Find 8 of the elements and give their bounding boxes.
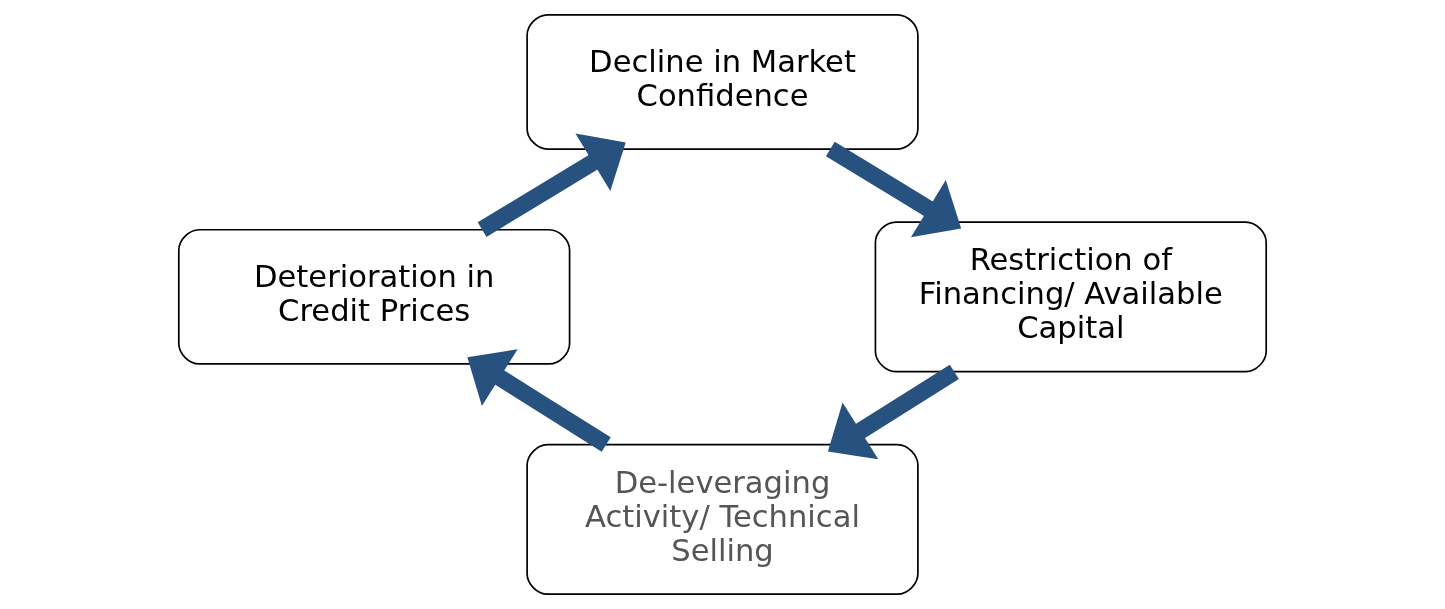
arrow <box>825 141 962 238</box>
arrow <box>477 133 626 237</box>
node-box: Deterioration in Credit Prices <box>177 228 571 365</box>
node-box: De-leveraging Activity/ Technical Selling <box>526 443 919 596</box>
arrow <box>827 364 959 460</box>
node-box: Decline in Market Confidence <box>526 13 919 150</box>
node-box: Restriction of Financing/ Available Capital <box>874 221 1268 373</box>
arrow <box>467 349 611 452</box>
